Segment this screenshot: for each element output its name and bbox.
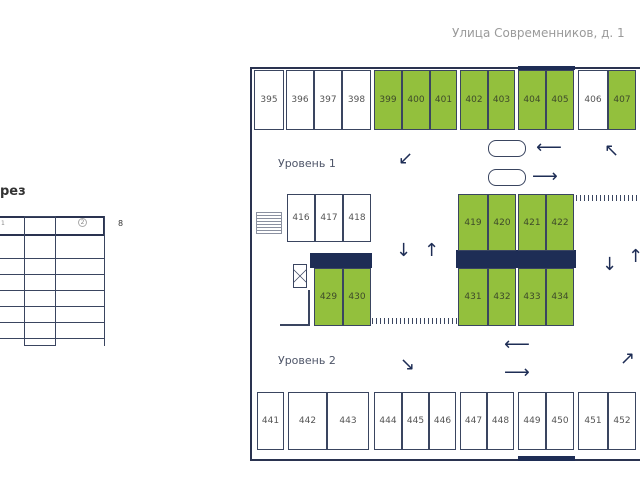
- parking-space[interactable]: 396: [286, 70, 314, 130]
- parking-space[interactable]: 403: [488, 70, 515, 130]
- arrow-down-icon: ↓: [396, 240, 412, 261]
- parking-space[interactable]: 430: [343, 268, 371, 326]
- section-view: рез 1 2 8: [0, 180, 140, 350]
- ramp-marking: [576, 195, 640, 201]
- parking-space[interactable]: 443: [327, 392, 369, 450]
- ramp-marking: [372, 318, 458, 324]
- section-title: рез: [0, 184, 26, 199]
- car-icon: [488, 140, 526, 157]
- parking-space[interactable]: 395: [254, 70, 284, 130]
- section-marker-1: 1: [1, 220, 5, 227]
- section-floor-line: [0, 322, 105, 323]
- parking-space[interactable]: 405: [546, 70, 574, 130]
- section-ramp: [24, 216, 56, 346]
- parking-space[interactable]: 401: [430, 70, 457, 130]
- utility-room: [280, 290, 310, 326]
- parking-space[interactable]: 444: [374, 392, 402, 450]
- parking-space[interactable]: 450: [546, 392, 574, 450]
- wall-segment: [518, 66, 575, 70]
- arrow-down-icon: ↓: [602, 254, 618, 275]
- parking-space[interactable]: 402: [460, 70, 488, 130]
- parking-space[interactable]: 446: [429, 392, 456, 450]
- section-floor-line: [0, 258, 105, 259]
- parking-space[interactable]: 400: [402, 70, 430, 130]
- parking-space[interactable]: 416: [287, 194, 315, 242]
- parking-space[interactable]: 420: [488, 194, 516, 251]
- car-icon: [488, 169, 526, 186]
- level-2-label: Уровень 2: [278, 354, 336, 367]
- parking-space[interactable]: 421: [518, 194, 546, 251]
- parking-space[interactable]: 442: [288, 392, 327, 450]
- section-floor-line: [0, 338, 105, 339]
- section-floor-line: [0, 290, 105, 291]
- parking-space[interactable]: 429: [314, 268, 343, 326]
- section-floor-line: [0, 306, 105, 307]
- parking-space[interactable]: 448: [487, 392, 514, 450]
- section-floor-line: [0, 274, 105, 275]
- parking-space[interactable]: 399: [374, 70, 402, 130]
- parking-space[interactable]: 417: [315, 194, 343, 242]
- parking-space[interactable]: 407: [608, 70, 636, 130]
- wall-segment: [456, 250, 576, 268]
- arrow-up-icon: ↑: [628, 246, 640, 267]
- stairs-icon: [256, 212, 282, 234]
- parking-space[interactable]: 434: [546, 268, 574, 326]
- parking-space[interactable]: 433: [518, 268, 546, 326]
- section-marker-2: 2: [78, 218, 87, 227]
- wall-segment: [310, 253, 372, 268]
- arrow-left-icon: ⟵: [504, 334, 530, 355]
- parking-space[interactable]: 445: [402, 392, 429, 450]
- parking-space[interactable]: 406: [578, 70, 608, 130]
- parking-space[interactable]: 449: [518, 392, 546, 450]
- parking-space[interactable]: 422: [546, 194, 574, 251]
- elevator-icon: [293, 264, 307, 288]
- curved-arrow-icon: ↗: [620, 348, 636, 369]
- section-right-edge: [104, 216, 105, 346]
- parking-space[interactable]: 431: [458, 268, 488, 326]
- parking-space[interactable]: 451: [578, 392, 608, 450]
- section-side-number: 8: [118, 219, 124, 228]
- curved-arrow-icon: ↙: [398, 148, 414, 169]
- parking-space[interactable]: 418: [343, 194, 371, 242]
- curved-arrow-icon: ↖: [604, 140, 620, 161]
- parking-space[interactable]: 452: [608, 392, 636, 450]
- parking-space[interactable]: 419: [458, 194, 488, 251]
- arrow-left-icon: ⟵: [536, 137, 562, 158]
- parking-space[interactable]: 397: [314, 70, 342, 130]
- parking-space[interactable]: 447: [460, 392, 487, 450]
- plan-outer-wall: [250, 67, 640, 461]
- level-1-label: Уровень 1: [278, 157, 336, 170]
- parking-space[interactable]: 404: [518, 70, 546, 130]
- parking-space[interactable]: 398: [342, 70, 371, 130]
- arrow-up-icon: ↑: [424, 240, 440, 261]
- arrow-right-icon: ⟶: [504, 362, 530, 383]
- curved-arrow-icon: ↘: [400, 354, 416, 375]
- wall-segment: [518, 456, 575, 461]
- parking-space[interactable]: 441: [257, 392, 284, 450]
- parking-space[interactable]: 432: [488, 268, 516, 326]
- arrow-right-icon: ⟶: [532, 166, 558, 187]
- address-label: Улица Современников, д. 1: [452, 26, 625, 40]
